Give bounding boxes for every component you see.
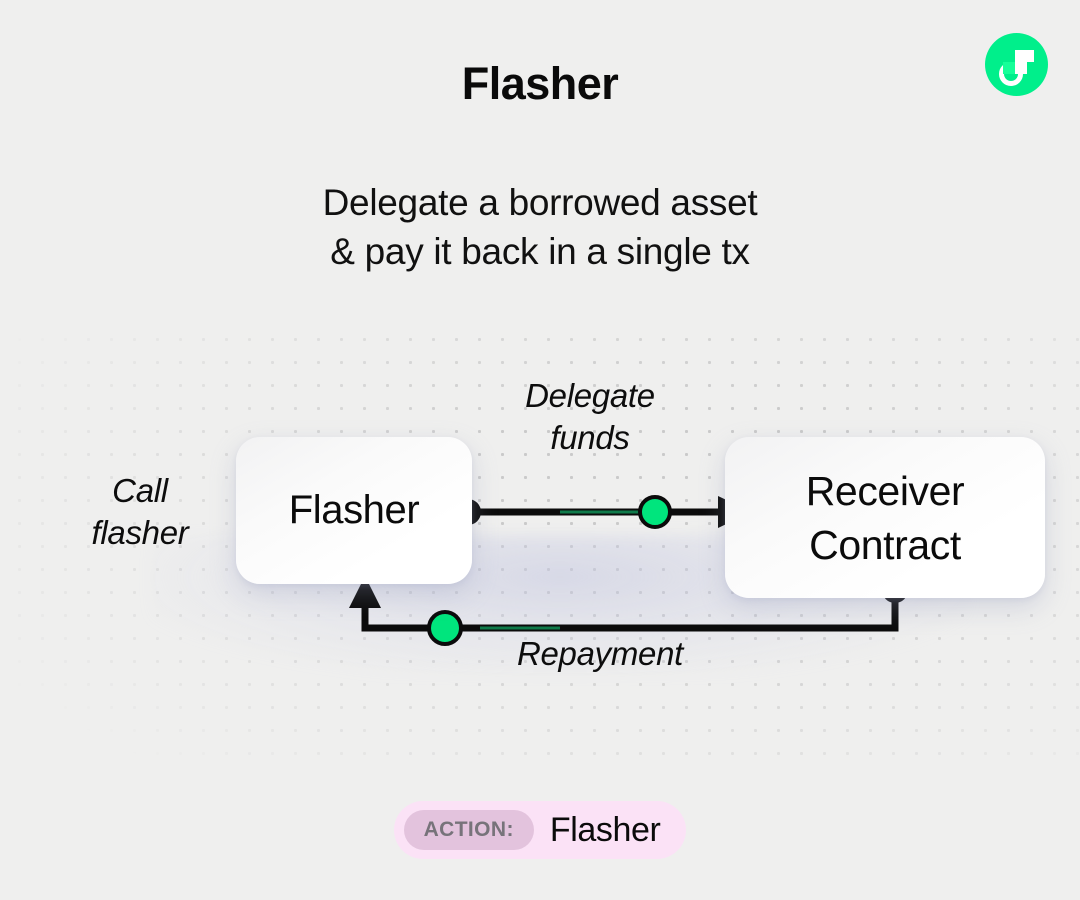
label-call-flasher: Call flasher	[40, 470, 240, 554]
subtitle-line-2: & pay it back in a single tx	[330, 231, 750, 272]
page-title: Flasher	[461, 58, 619, 109]
diagram-stage: Flasher Receiver Contract Call flasher D…	[0, 320, 1080, 770]
edge-marker-green	[427, 610, 463, 646]
node-receiver-label-line-2: Contract	[809, 521, 961, 568]
edge-arrowhead	[349, 576, 381, 608]
label-call-flasher-line-1: Call	[112, 472, 168, 509]
action-badge[interactable]: ACTION: Flasher	[393, 801, 687, 859]
label-repayment: Repayment	[516, 635, 684, 672]
flow-logo-bar-top	[1015, 50, 1034, 62]
label-delegate-funds-line-2: funds	[550, 419, 630, 456]
action-badge-tag: ACTION:	[403, 810, 534, 850]
label-delegate-funds: Delegate funds	[470, 375, 710, 459]
node-receiver-label-line-1: Receiver	[805, 467, 965, 514]
subtitle-line-1: Delegate a borrowed asset	[322, 182, 758, 223]
flow-logo	[985, 33, 1048, 96]
flow-logo-accent-square	[1003, 62, 1015, 74]
node-flasher[interactable]: Flasher	[236, 437, 472, 584]
action-badge-wrap: ACTION: Flasher	[0, 801, 1080, 859]
flow-logo-circle	[985, 33, 1048, 96]
edge-delegate-funds	[455, 495, 752, 529]
edge-marker-green	[638, 495, 672, 529]
action-badge-name: Flasher	[549, 810, 661, 849]
node-flasher-label: Flasher	[288, 488, 420, 532]
node-receiver-label: Receiver Contract	[806, 464, 965, 572]
label-delegate-funds-line-1: Delegate	[525, 377, 655, 414]
page-subtitle: Delegate a borrowed asset & pay it back …	[0, 178, 1080, 276]
node-receiver-contract[interactable]: Receiver Contract	[725, 437, 1045, 598]
label-call-flasher-line-2: flasher	[91, 514, 189, 551]
